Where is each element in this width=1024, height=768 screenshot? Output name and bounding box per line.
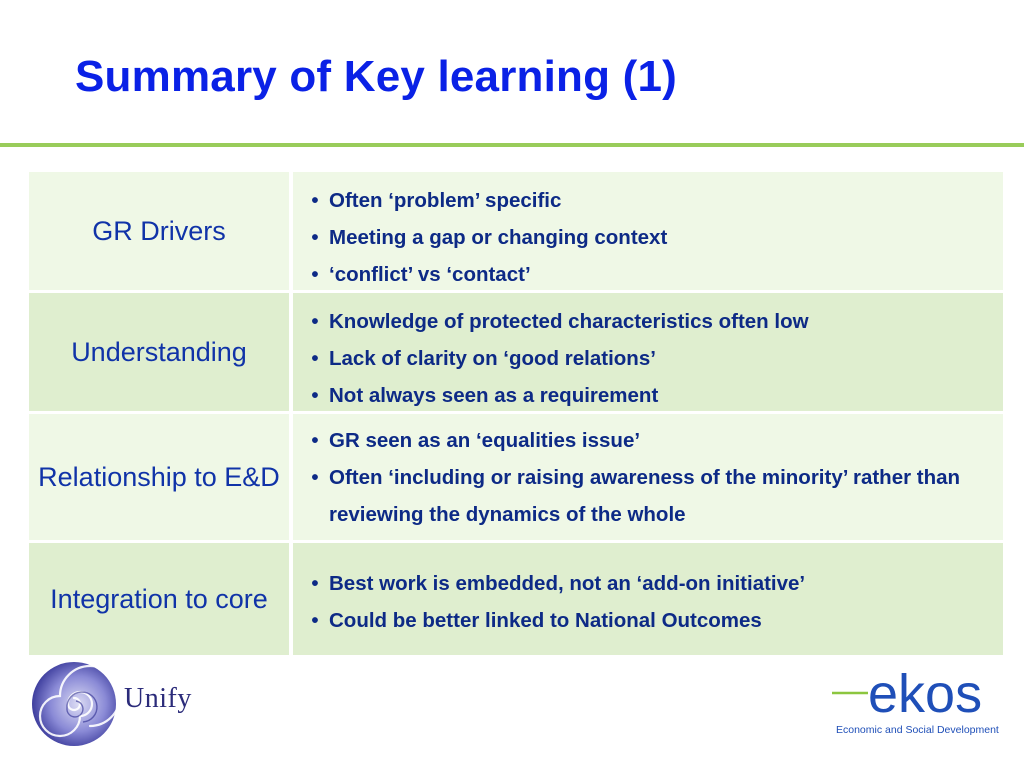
bullet-dot: •	[311, 572, 319, 595]
slide-title: Summary of Key learning (1)	[75, 52, 677, 101]
row-content: • Best work is embedded, not an ‘add-on i…	[289, 543, 1003, 655]
table-row: GR Drivers • Often ‘problem’ specific • Me…	[29, 172, 1003, 290]
bullet-dot: •	[311, 609, 319, 632]
table-row: Relationship to E&D • GR seen as an ‘equa…	[29, 411, 1003, 540]
bullet-item: • Meeting a gap or changing context	[301, 219, 1003, 256]
row-content: • Knowledge of protected characteristics …	[289, 293, 1003, 411]
bullet-dot: •	[311, 263, 319, 286]
bullet-text: Best work is embedded, not an ‘add-on in…	[329, 572, 806, 595]
bullet-text: Meeting a gap or changing context	[329, 226, 668, 249]
bullet-item: • Lack of clarity on ‘good relations’	[301, 340, 1003, 377]
nautilus-shell-icon	[32, 662, 120, 746]
row-content: • GR seen as an ‘equalities issue’ • Often…	[289, 414, 1003, 540]
bullet-dot: •	[311, 347, 319, 370]
bullet-item: • Often ‘problem’ specific	[301, 182, 1003, 219]
bullet-text: Could be better linked to National Outco…	[329, 609, 762, 632]
summary-table: GR Drivers • Often ‘problem’ specific • Me…	[29, 172, 1003, 655]
ekos-tagline: Economic and Social Development	[836, 724, 999, 736]
ekos-logo-text: ekos	[868, 666, 982, 722]
bullet-dot: •	[311, 310, 319, 333]
title-divider	[0, 143, 1024, 147]
row-label: Relationship to E&D	[29, 414, 289, 540]
bullet-item: • Often ‘including or raising awareness o…	[301, 459, 1003, 533]
bullet-item: • ‘conflict’ vs ‘contact’	[301, 256, 1003, 293]
bullet-dot: •	[311, 466, 319, 489]
bullet-dot: •	[311, 226, 319, 249]
bullet-dot: •	[311, 189, 319, 212]
bullet-dot: •	[311, 429, 319, 452]
bullet-text: GR seen as an ‘equalities issue’	[329, 429, 641, 452]
bullet-text: Lack of clarity on ‘good relations’	[329, 347, 656, 370]
bullet-text: Not always seen as a requirement	[329, 384, 659, 407]
row-label: Integration to core	[29, 543, 289, 655]
bullet-text: Often ‘including or raising awareness of…	[329, 466, 961, 526]
unify-logo-text: Unify	[124, 683, 192, 714]
table-row: Integration to core • Best work is embedd…	[29, 540, 1003, 655]
row-label: Understanding	[29, 293, 289, 411]
bullet-item: • Could be better linked to National Outc…	[301, 602, 1003, 639]
bullet-text: ‘conflict’ vs ‘contact’	[329, 263, 531, 286]
bullet-item: • Not always seen as a requirement	[301, 377, 1003, 414]
bullet-text: Often ‘problem’ specific	[329, 189, 562, 212]
table-row: Understanding • Knowledge of protected ch…	[29, 290, 1003, 411]
bullet-text: Knowledge of protected characteristics o…	[329, 310, 809, 333]
bullet-item: • Knowledge of protected characteristics …	[301, 303, 1003, 340]
bullet-dot: •	[311, 384, 319, 407]
bullet-item: • Best work is embedded, not an ‘add-on i…	[301, 565, 1003, 602]
ekos-logo: ekos	[832, 666, 982, 722]
row-label: GR Drivers	[29, 172, 289, 290]
row-content: • Often ‘problem’ specific • Meeting a gap…	[289, 172, 1003, 290]
bullet-item: • GR seen as an ‘equalities issue’	[301, 422, 1003, 459]
